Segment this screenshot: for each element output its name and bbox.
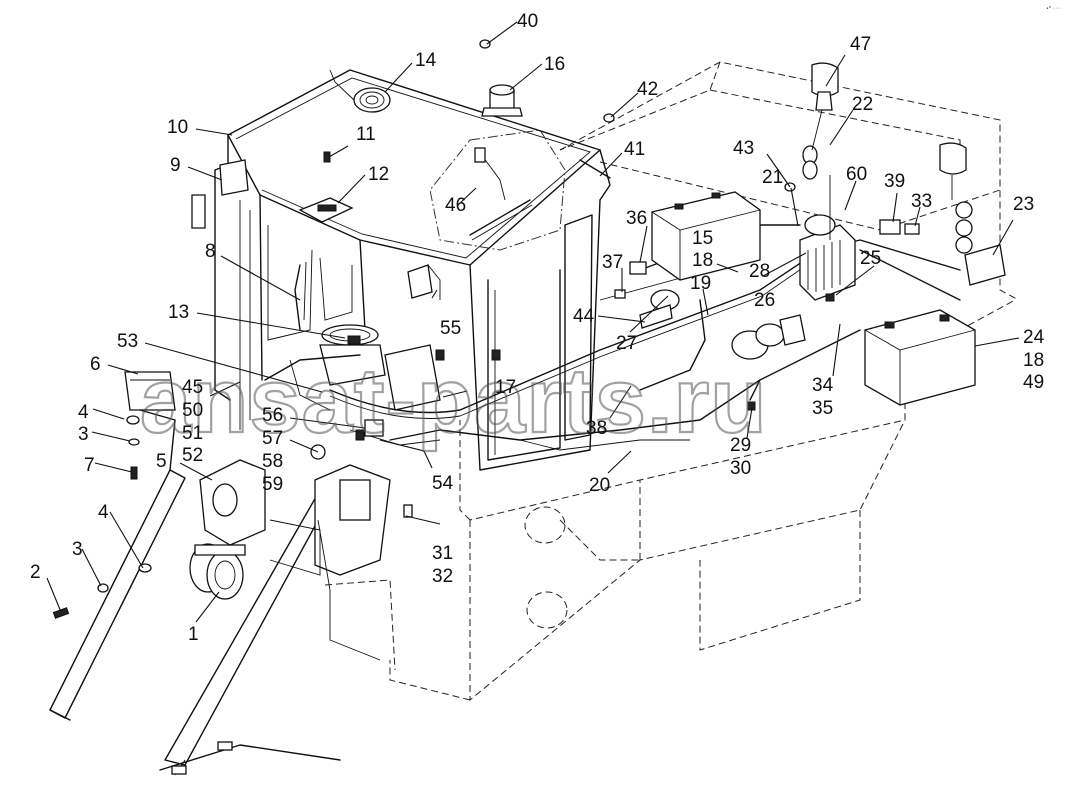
callout-17: 17 (495, 377, 516, 398)
callout-41: 41 (624, 139, 645, 160)
corner-mark: •ᴮ ◦◦◦ (1046, 6, 1062, 12)
callout-36: 36 (626, 208, 647, 229)
battery-box-upper (651, 191, 761, 281)
worklight-rear (802, 62, 839, 240)
callout-58: 58 (262, 451, 283, 472)
callout-40: 40 (517, 11, 538, 32)
mirror-bracket-left (124, 371, 176, 471)
callout-43: 43 (733, 138, 754, 159)
wiper-front (294, 261, 307, 331)
dome-light (298, 197, 354, 223)
callout-34: 34 (812, 375, 834, 396)
callout-18-b: 18 (1023, 350, 1044, 371)
callout-46: 46 (445, 195, 466, 216)
callout-37: 37 (602, 252, 623, 273)
callout-16: 16 (544, 54, 565, 75)
callout-35: 35 (812, 398, 833, 419)
callout-31: 31 (432, 543, 453, 564)
callout-14: 14 (415, 50, 437, 71)
callout-59: 59 (262, 474, 283, 495)
callout-19: 19 (690, 273, 711, 294)
callout-2: 2 (30, 562, 41, 583)
horn-assembly (189, 543, 246, 600)
callout-32: 32 (432, 566, 453, 587)
callout-55: 55 (440, 318, 461, 339)
wire-harness (329, 224, 961, 451)
callout-15: 15 (692, 228, 713, 249)
callout-52: 52 (182, 445, 203, 466)
callout-38: 38 (586, 418, 607, 439)
callout-24: 24 (1023, 327, 1045, 348)
watermark-text: ansat-parts.ru (140, 350, 768, 452)
callout-10: 10 (167, 117, 188, 138)
callout-56: 56 (262, 405, 283, 426)
beacon-light (481, 84, 523, 117)
callout-4-b: 4 (98, 502, 109, 523)
fasteners-left (52, 39, 796, 619)
callout-49: 49 (1023, 372, 1044, 393)
callout-44: 44 (573, 306, 595, 327)
callout-33: 33 (911, 191, 932, 212)
callout-5: 5 (156, 451, 167, 472)
callout-47: 47 (850, 34, 871, 55)
callout-3-b: 3 (72, 539, 83, 560)
callout-8: 8 (205, 241, 216, 262)
callout-21: 21 (762, 167, 783, 188)
callout-45: 45 (182, 377, 203, 398)
callout-54: 54 (432, 473, 454, 494)
callout-3-a: 3 (78, 424, 89, 445)
callout-39: 39 (884, 171, 905, 192)
callout-53: 53 (117, 331, 138, 352)
callout-28: 28 (749, 261, 770, 282)
callout-7: 7 (84, 455, 95, 476)
callout-20: 20 (589, 475, 610, 496)
callout-6: 6 (90, 354, 101, 375)
control-box-right (964, 244, 1006, 286)
battery-box-lower (864, 309, 976, 406)
callout-29: 29 (730, 435, 751, 456)
callout-25: 25 (860, 248, 881, 269)
callout-26: 26 (754, 290, 775, 311)
callout-1: 1 (188, 624, 199, 645)
mirror-left (191, 159, 249, 229)
cab-frame (214, 69, 611, 471)
callout-18-a: 18 (692, 250, 713, 271)
worklight-right (939, 142, 973, 254)
callout-57: 57 (262, 428, 283, 449)
callout-9: 9 (170, 155, 181, 176)
callout-60: 60 (846, 164, 867, 185)
callout-12: 12 (368, 164, 389, 185)
alternator (731, 314, 806, 360)
rear-window-area (429, 129, 566, 251)
mirror-right (407, 264, 441, 300)
callout-27: 27 (616, 333, 637, 354)
callout-22: 22 (852, 94, 873, 115)
step-ladder (49, 469, 341, 776)
callout-labels: 40 47 14 16 42 22 10 11 41 43 9 12 21 60… (30, 11, 1045, 645)
callout-11: 11 (356, 124, 376, 145)
left-bracket (199, 459, 396, 671)
callout-42: 42 (637, 79, 658, 100)
callout-51: 51 (182, 423, 203, 444)
callout-30: 30 (730, 458, 751, 479)
callout-23: 23 (1013, 194, 1034, 215)
speaker (329, 69, 391, 113)
steering-console (264, 324, 441, 411)
fuse-relay-block (799, 214, 856, 301)
leader-lines (46, 21, 1020, 623)
callout-50: 50 (182, 400, 203, 421)
callout-4-a: 4 (78, 402, 89, 423)
callout-13: 13 (168, 302, 189, 323)
